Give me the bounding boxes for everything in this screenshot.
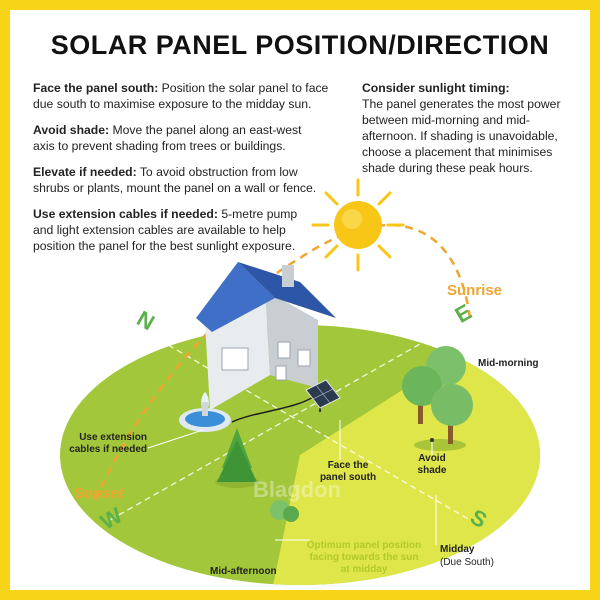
- house-icon: [196, 262, 336, 410]
- tip-heading: Avoid shade:: [33, 123, 110, 137]
- mid-afternoon-label: Mid-afternoon: [210, 566, 277, 577]
- label-line: Face the: [327, 460, 369, 471]
- tip-text: choose a placement that minimises: [362, 145, 553, 159]
- pond-fountain-icon: [179, 392, 231, 432]
- tip-text: between mid-morning and mid-: [362, 113, 530, 127]
- small-bush-icon: [270, 500, 299, 522]
- tip-text: axis to prevent shading from trees or bu…: [33, 139, 286, 153]
- solar-panel-icon: [305, 379, 341, 412]
- label-line: Avoid: [418, 453, 446, 464]
- tip-text: due south to maximise exposure to the mi…: [33, 97, 312, 111]
- label-line: facing towards the sun: [309, 552, 419, 563]
- compass-north: N: [133, 306, 159, 336]
- label-line: Use extension: [79, 432, 147, 443]
- sun-icon: [311, 178, 405, 272]
- tip-heading: Elevate if needed:: [33, 165, 137, 179]
- avoid-shade-marker: [430, 438, 434, 442]
- tip-text: shrubs or plants, mount the panel on a w…: [33, 181, 317, 195]
- tip-heading: Consider sunlight timing:: [362, 81, 510, 95]
- label-line: cables if needed: [69, 444, 147, 455]
- watermark-logo: Blagdon: [253, 477, 341, 502]
- extension-cable-label: Use extension cables if needed: [69, 432, 147, 456]
- face-south-label: Face the panel south: [313, 460, 383, 484]
- tip-text: position the panel for the best sunlight…: [33, 239, 296, 253]
- trees-icon: [402, 346, 473, 451]
- tip-face-south: Face the panel south: Position the solar…: [33, 80, 328, 112]
- midday-label: Midday: [440, 544, 475, 555]
- page-title: SOLAR PANEL POSITION/DIRECTION: [50, 30, 550, 60]
- due-south-label: (Due South): [440, 557, 494, 568]
- sunrise-label: Sunrise: [447, 282, 503, 299]
- callout-lines: [147, 420, 437, 545]
- north-south-axis: [124, 319, 471, 521]
- label-line: shade: [417, 465, 447, 476]
- sunset-label: Sunset: [74, 485, 125, 502]
- tip-text: afternoon. If shading is unavoidable,: [362, 129, 558, 143]
- tip-text: To avoid obstruction from low: [139, 165, 298, 179]
- compass-east: E: [451, 299, 476, 328]
- tip-text: and light extension cables are available…: [33, 223, 286, 237]
- optimum-position-label: Optimum panel position facing towards th…: [294, 540, 434, 576]
- avoid-shade-label: Avoid shade: [410, 453, 454, 477]
- tip-text: Position the solar panel to face: [161, 81, 329, 95]
- east-west-axis: [109, 309, 481, 521]
- tip-text: Move the panel along an east-west: [112, 123, 302, 137]
- tip-extension-cables: Use extension cables if needed: 5-metre …: [33, 206, 297, 254]
- mid-morning-label: Mid-morning: [478, 358, 539, 369]
- tip-text: The panel generates the most power: [362, 97, 561, 111]
- tip-heading: Face the panel south:: [33, 81, 159, 95]
- label-line: at midday: [340, 564, 388, 575]
- label-line: Optimum panel position: [306, 540, 422, 551]
- label-line: panel south: [319, 472, 377, 483]
- tip-avoid-shade: Avoid shade: Move the panel along an eas…: [33, 122, 302, 154]
- shrub-icon: [215, 428, 259, 488]
- tip-sunlight-timing: Consider sunlight timing: The panel gene…: [362, 80, 561, 176]
- tip-text: shade during these peak hours.: [362, 161, 533, 175]
- tip-text: 5-metre pump: [221, 207, 298, 221]
- tip-elevate: Elevate if needed: To avoid obstruction …: [33, 164, 316, 196]
- tip-heading: Use extension cables if needed:: [33, 207, 218, 221]
